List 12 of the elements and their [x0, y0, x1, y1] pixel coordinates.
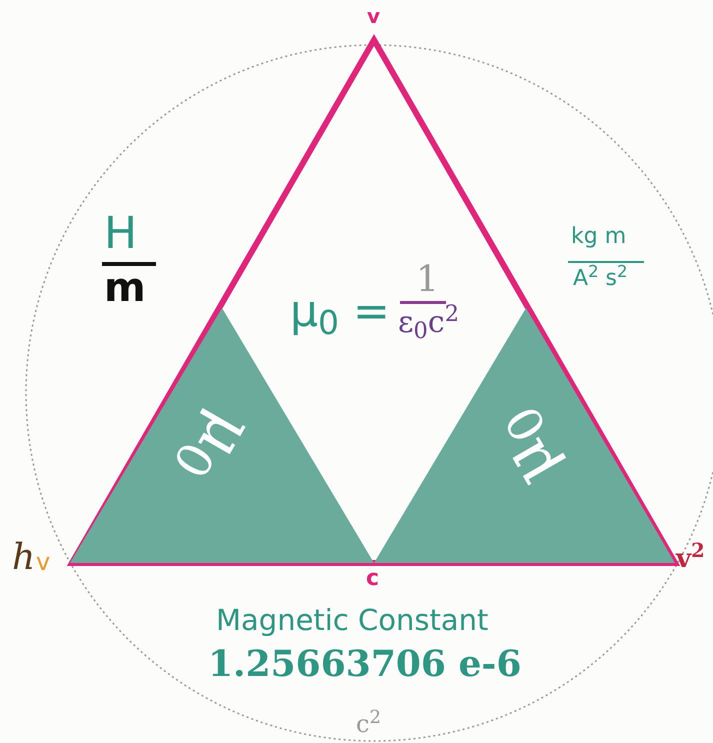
- vertex-label: v: [36, 550, 50, 574]
- vertex-label: c: [366, 568, 380, 590]
- unit-numerator: H: [104, 212, 138, 256]
- constant-value: 1.25663706 e-6: [208, 646, 522, 682]
- formula-lhs: μ$_{0}$ =: [290, 290, 390, 334]
- unit-numerator: kg m: [571, 226, 626, 248]
- vertex-label: h: [12, 540, 36, 576]
- vertex-label: v: [367, 6, 380, 26]
- title: Magnetic Constant: [216, 606, 488, 635]
- fraction-numerator: 1: [416, 262, 439, 298]
- bottom-label: c$^{2}$: [356, 712, 381, 736]
- unit-denominator: m: [104, 268, 146, 308]
